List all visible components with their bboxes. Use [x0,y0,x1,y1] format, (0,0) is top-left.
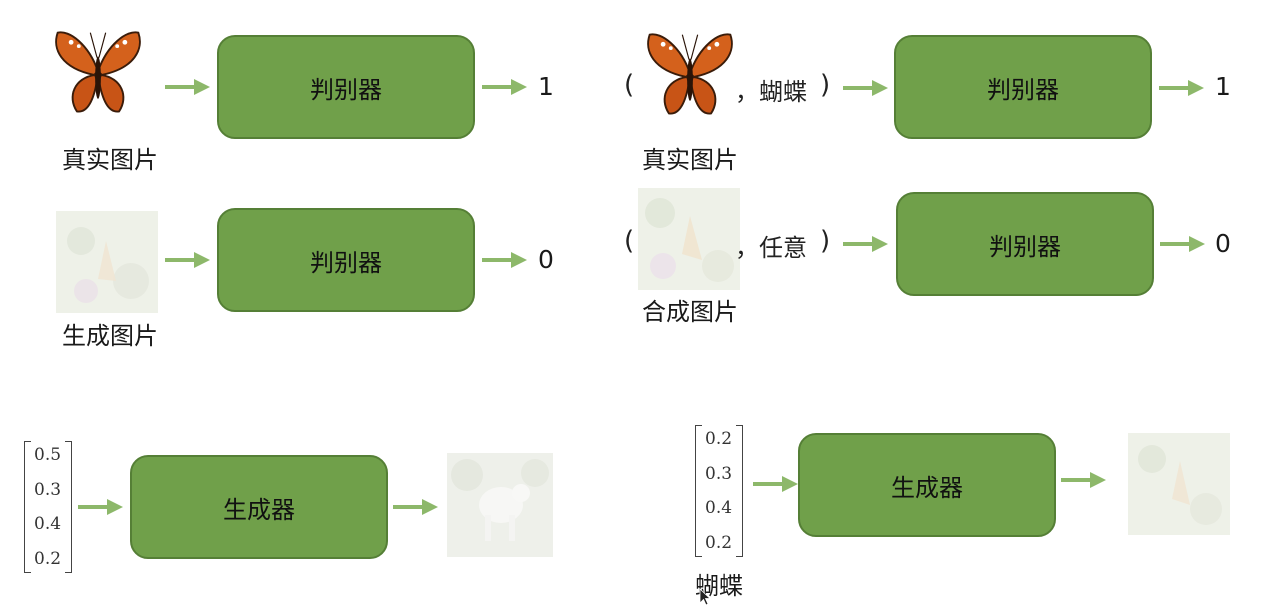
arrow [843,80,888,96]
butterfly-image [642,26,738,124]
arrow [165,79,210,95]
synthesized-image [638,188,740,290]
discriminator-box: 判别器 [217,35,475,139]
vector-value: 0.2 [705,429,733,449]
discriminator-box: 判别器 [217,208,475,312]
arrow [1160,236,1205,252]
vector-value: 0.3 [34,479,62,500]
output-value: 1 [1215,72,1231,101]
generator-box: 生成器 [798,433,1056,537]
synthesized-image-blur [638,188,740,290]
discriminator-label: 判别器 [989,232,1061,261]
discriminator-label: 判别器 [310,248,382,277]
arrow [843,236,888,252]
vector-value: 0.4 [34,514,62,535]
open-paren: ( [624,226,635,256]
real-image-label: 真实图片 [62,146,158,174]
arrow [393,499,438,515]
arrow [1061,472,1106,488]
generator-label: 生成器 [223,495,295,524]
close-paren: ) [820,70,831,100]
butterfly-image [50,24,146,122]
noise-vector: 0.5 0.3 0.4 0.2 [24,441,72,573]
arrow [482,252,527,268]
arrow [753,476,798,492]
discriminator-label: 判别器 [310,75,382,104]
noise-vector: 0.2 0.3 0.4 0.2 [695,425,743,557]
conditional-output-image [1128,433,1230,535]
generator-box: 生成器 [130,455,388,559]
arrow [78,499,123,515]
arrow [165,252,210,268]
vector-value: 0.2 [34,548,62,569]
arrow [1159,80,1204,96]
output-value: 0 [538,245,554,274]
generated-output-blur [447,453,553,557]
cursor-icon [699,588,711,606]
synthesized-image-label: 合成图片 [642,298,738,326]
vector-value: 0.4 [705,498,733,519]
condition-text: ，蝴蝶 [735,78,807,106]
open-paren: ( [624,70,635,100]
generated-image-blur [56,211,158,313]
vector-value: 0.2 [705,532,733,553]
real-image-label: 真实图片 [642,146,738,174]
vector-value: 0.3 [705,463,733,484]
arrow [482,79,527,95]
discriminator-box: 判别器 [896,192,1154,296]
generated-output-image [447,453,553,557]
generated-image [56,211,158,313]
discriminator-label: 判别器 [987,75,1059,104]
close-paren: ) [820,226,831,256]
generated-image-label: 生成图片 [62,322,158,350]
conditional-output-blur [1128,433,1230,535]
discriminator-box: 判别器 [894,35,1152,139]
output-value: 0 [1215,229,1231,258]
condition-text: ，任意 [735,234,807,262]
generator-label: 生成器 [891,473,963,502]
vector-value: 0.5 [34,445,62,465]
output-value: 1 [538,72,554,101]
